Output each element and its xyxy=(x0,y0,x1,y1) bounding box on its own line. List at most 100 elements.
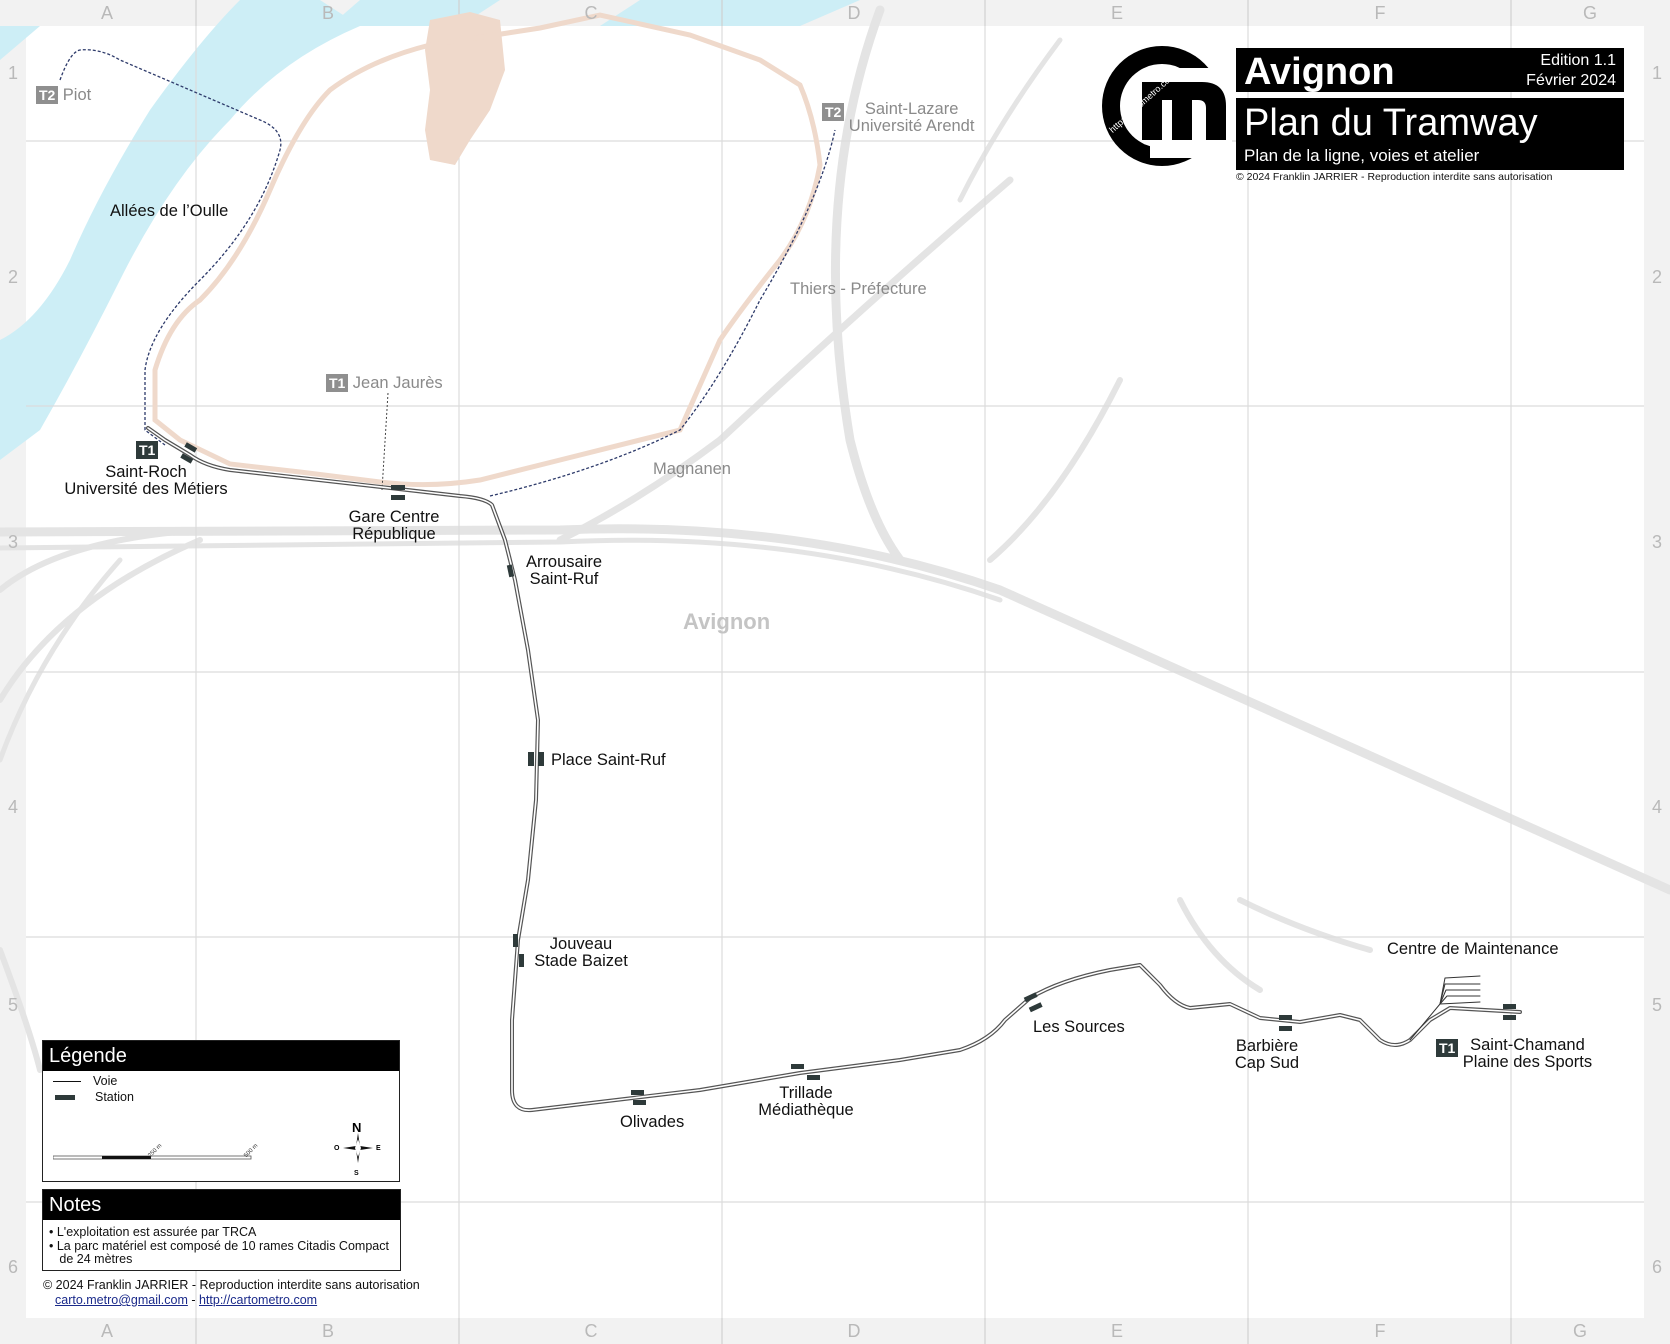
grid-row-label-right: 1 xyxy=(1651,63,1662,83)
station-label-line2: Cap Sud xyxy=(1234,1054,1300,1072)
notes-list: • L'exploitation est assurée par TRCA • … xyxy=(43,1220,400,1273)
footer-copyright: © 2024 Franklin JARRIER - Reproduction i… xyxy=(43,1278,420,1292)
compass-n: N xyxy=(352,1120,362,1135)
station-label-line1: Saint-Roch xyxy=(105,463,187,481)
station-barbiere[interactable]: Barbière Cap Sud xyxy=(1226,1038,1308,1072)
station-arrousaire[interactable]: Arrousaire Saint-Ruf xyxy=(514,554,614,588)
grid-row-label-right: 6 xyxy=(1651,1257,1662,1277)
grid-row-label-left: 5 xyxy=(7,995,18,1015)
station-saint-chamand[interactable]: T1 Saint-Chamand Plaine des Sports xyxy=(1436,1037,1592,1071)
title-heading: Plan du Tramway xyxy=(1244,102,1538,144)
station-label: Jean Jaurès xyxy=(352,374,443,392)
station-trillade[interactable]: Trillade Médiathèque xyxy=(752,1085,860,1119)
cartometro-logo xyxy=(1102,46,1232,166)
line-badge-t1: T1 xyxy=(326,374,349,392)
river-branch-east xyxy=(600,0,860,26)
station-marker-saint-roch-b xyxy=(180,453,194,464)
station-marker-gare-a xyxy=(391,485,405,490)
grid-row-label-left: 1 xyxy=(7,63,18,83)
line-badge-t2: T2 xyxy=(822,103,845,121)
station-marker-olivades-b xyxy=(633,1100,646,1105)
station-olivades[interactable]: Olivades xyxy=(620,1113,685,1131)
grid-col-label-top: A xyxy=(100,3,113,23)
line-t2-dashed-east xyxy=(489,129,836,497)
station-gare-centre[interactable]: Gare Centre République xyxy=(334,509,454,543)
station-label-line2: Stade Baizet xyxy=(534,952,628,970)
grid-col-label-top: E xyxy=(1110,3,1123,23)
legend-station-swatch xyxy=(55,1095,75,1101)
compass-o: O xyxy=(334,1145,340,1152)
station-marker-saint-chamand-a xyxy=(1503,1004,1516,1009)
station-marker-trillade-a xyxy=(791,1064,804,1069)
compass-icon xyxy=(343,1133,373,1163)
grid-row-label-right: 4 xyxy=(1651,797,1662,817)
station-markers xyxy=(180,442,1516,1105)
station-thiers[interactable]: Thiers - Préfecture xyxy=(790,280,927,298)
note-item: de 24 mètres xyxy=(49,1252,133,1266)
jean-jaures-connector xyxy=(381,392,389,491)
station-marker-saint-roch-a xyxy=(184,442,198,453)
station-jouveau[interactable]: Jouveau Stade Baizet xyxy=(530,936,632,970)
station-marker-barbiere-b xyxy=(1279,1026,1292,1031)
station-label-line1: Barbière xyxy=(1235,1037,1299,1055)
legend-panel: Légende Voie Station 250 m 500 m N S E O xyxy=(42,1040,400,1182)
footer-links: carto.metro@gmail.com - http://cartometr… xyxy=(55,1294,317,1307)
legend-station: Station xyxy=(53,1091,134,1104)
station-marker-arrousaire xyxy=(506,564,515,578)
notes-title: Notes xyxy=(43,1190,400,1220)
title-edition: Edition 1.1 xyxy=(1540,52,1616,69)
river-rhone xyxy=(0,0,360,460)
footer-separator: - xyxy=(187,1293,199,1307)
scale-bar xyxy=(53,1155,252,1160)
station-label-block: Saint-Lazare Université Arendt xyxy=(849,101,975,135)
note-item: • La parc matériel est composé de 10 ram… xyxy=(49,1238,389,1253)
station-label-line1: Jouveau xyxy=(549,935,613,953)
line-badge-t1: T1 xyxy=(1436,1039,1459,1057)
line-badge-t1: T1 xyxy=(136,441,159,459)
station-label-line2: Saint-Ruf xyxy=(529,570,599,588)
legend-station-label: Station xyxy=(95,1090,134,1104)
grid-col-label-bottom: E xyxy=(1110,1321,1123,1341)
station-saint-roch[interactable]: Saint-Roch Université des Métiers xyxy=(60,464,232,498)
station-marker-place-saint-ruf-a xyxy=(528,752,534,766)
title-subheading: Plan de la ligne, voies et atelier xyxy=(1244,146,1480,165)
station-piot[interactable]: T2 Piot xyxy=(36,86,91,104)
grid-row-label-left: 3 xyxy=(7,532,18,552)
river-west-top xyxy=(0,26,40,60)
grid-col-label-top: G xyxy=(1582,3,1597,23)
station-label-line1: Gare Centre xyxy=(348,508,440,526)
ramparts xyxy=(152,12,823,488)
station-label-line2: Université des Métiers xyxy=(64,480,228,498)
station-marker-saint-chamand-b xyxy=(1503,1015,1516,1020)
legend-voie-swatch xyxy=(53,1081,81,1083)
city-label: Avignon xyxy=(683,609,771,634)
station-centre-maintenance[interactable]: Centre de Maintenance xyxy=(1387,940,1559,958)
grid-row-label-right: 2 xyxy=(1651,267,1662,287)
station-allees-oulle[interactable]: Allées de l’Oulle xyxy=(110,202,229,220)
station-magnanen[interactable]: Magnanen xyxy=(653,460,731,478)
footer-website-link[interactable]: http://cartometro.com xyxy=(198,1293,318,1307)
station-label-line1: Arrousaire xyxy=(525,553,603,571)
station-marker-sources-b xyxy=(1028,1002,1043,1013)
station-marker-barbiere-a xyxy=(1279,1015,1292,1020)
note-item: • L'exploitation est assurée par TRCA xyxy=(49,1225,257,1239)
station-label-block: Saint-Chamand Plaine des Sports xyxy=(1463,1037,1592,1071)
grid-row-label-left: 6 xyxy=(7,1257,18,1277)
grid-col-label-top: F xyxy=(1374,3,1386,23)
grid-col-label-top: B xyxy=(321,3,334,23)
legend-title: Légende xyxy=(43,1041,399,1071)
grid-col-label-bottom: F xyxy=(1374,1321,1386,1341)
footer-email-link[interactable]: carto.metro@gmail.com xyxy=(55,1293,188,1307)
station-jean-jaures[interactable]: T1 Jean Jaurès xyxy=(326,374,443,392)
station-place-saint-ruf[interactable]: Place Saint-Ruf xyxy=(551,751,666,769)
station-label-line2: Médiathèque xyxy=(758,1101,854,1119)
title-copyright: © 2024 Franklin JARRIER - Reproduction i… xyxy=(1236,171,1553,183)
palais-des-papes xyxy=(425,12,505,165)
station-saint-lazare[interactable]: T2 Saint-Lazare Université Arendt xyxy=(822,101,974,135)
compass-e: E xyxy=(376,1145,381,1152)
station-marker-jouveau-a xyxy=(513,934,518,947)
grid-row-label-left: 2 xyxy=(7,267,18,287)
station-les-sources[interactable]: Les Sources xyxy=(1033,1018,1125,1036)
title-date: Février 2024 xyxy=(1526,72,1616,89)
